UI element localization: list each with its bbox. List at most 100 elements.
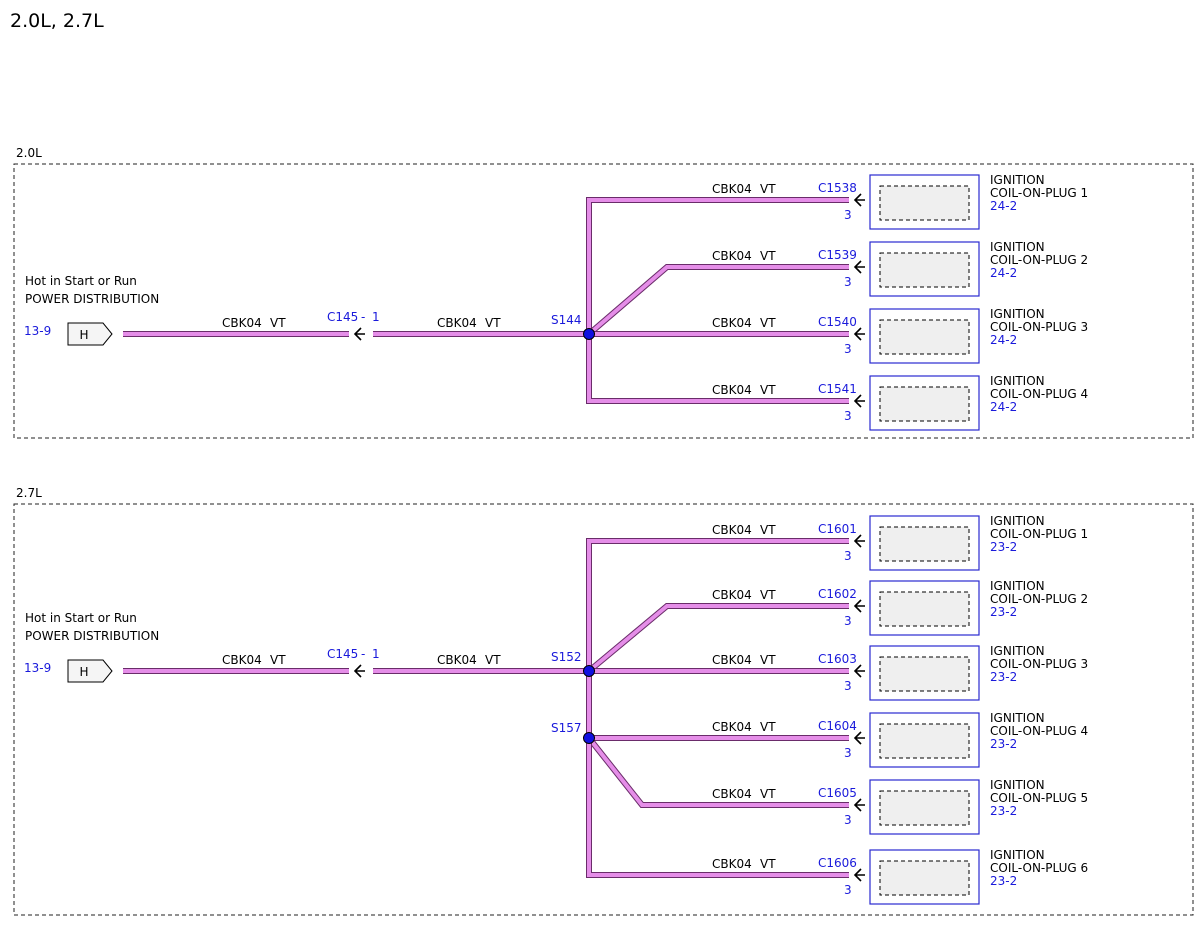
- coil-component-inner: [879, 723, 970, 759]
- coil-page-ref-link[interactable]: 23-2: [990, 605, 1017, 619]
- branch-circuit-label: CBK04: [712, 182, 752, 196]
- coil-name-line1: IGNITION: [990, 307, 1045, 321]
- coil-connector-link[interactable]: C1604: [818, 719, 857, 733]
- source-page-ref-link[interactable]: 13-9: [24, 324, 51, 338]
- inline-connector-name-link[interactable]: C145: [327, 310, 358, 324]
- coil-page-ref-link[interactable]: 24-2: [990, 199, 1017, 213]
- coil-page-ref-link[interactable]: 24-2: [990, 400, 1017, 414]
- coil-pin-number: 3: [844, 208, 852, 222]
- inline-connector-separator: -: [361, 647, 365, 661]
- coil-name-line2: COIL-ON-PLUG 4: [990, 724, 1088, 738]
- coil-component-inner: [879, 319, 970, 355]
- coil-connector-link[interactable]: C1541: [818, 382, 857, 396]
- coil-name-line1: IGNITION: [990, 711, 1045, 725]
- coil-page-ref-link[interactable]: 23-2: [990, 540, 1017, 554]
- feed-wire-1-circuit: CBK04: [222, 316, 262, 330]
- branch-wire-1: [586, 197, 849, 334]
- source-condition-label: Hot in Start or Run: [25, 274, 137, 288]
- coil-terminal-arrow: [853, 394, 865, 408]
- branch-wire-4: [586, 334, 849, 404]
- coil-connector-link[interactable]: C1601: [818, 522, 857, 536]
- coil-connector-link[interactable]: C1606: [818, 856, 857, 870]
- branch-circuit-label: CBK04: [712, 720, 752, 734]
- coil-name-line2: COIL-ON-PLUG 6: [990, 861, 1088, 875]
- inline-connector-pin: 1: [372, 310, 380, 324]
- coil-component-inner: [879, 591, 970, 627]
- coil-component-inner: [879, 790, 970, 826]
- coil-connector-link[interactable]: C1603: [818, 652, 857, 666]
- coil-terminal-arrow: [853, 534, 865, 548]
- coil-connector-link[interactable]: C1605: [818, 786, 857, 800]
- coil-component-inner: [879, 386, 970, 422]
- inline-connector-pin: 1: [372, 647, 380, 661]
- coil-component-inner: [879, 185, 970, 221]
- section-label: 2.0L: [16, 146, 42, 160]
- branch-wire-2: [587, 264, 849, 337]
- coil-page-ref-link[interactable]: 23-2: [990, 670, 1017, 684]
- coil-pin-number: 3: [844, 883, 852, 897]
- coil-component-inner: [879, 526, 970, 562]
- coil-name-line2: COIL-ON-PLUG 3: [990, 320, 1088, 334]
- coil-name-line2: COIL-ON-PLUG 2: [990, 253, 1088, 267]
- coil-page-ref-link[interactable]: 23-2: [990, 804, 1017, 818]
- section-frame: [13, 503, 1194, 916]
- splice-dot: [583, 665, 595, 677]
- source-page-ref-link[interactable]: 13-9: [24, 661, 51, 675]
- coil-connector-link[interactable]: C1540: [818, 315, 857, 329]
- coil-name-line1: IGNITION: [990, 848, 1045, 862]
- coil-terminal-arrow: [853, 599, 865, 613]
- coil-name-line1: IGNITION: [990, 173, 1045, 187]
- splice-label[interactable]: S157: [551, 721, 582, 735]
- coil-connector-link[interactable]: C1602: [818, 587, 857, 601]
- coil-page-ref-link[interactable]: 24-2: [990, 266, 1017, 280]
- branch-circuit-label: CBK04: [712, 383, 752, 397]
- coil-page-ref-link[interactable]: 24-2: [990, 333, 1017, 347]
- branch-color-label: VT: [760, 316, 776, 330]
- coil-page-ref-link[interactable]: 23-2: [990, 874, 1017, 888]
- inline-connector-name-link[interactable]: C145: [327, 647, 358, 661]
- branch-color-label: VT: [760, 249, 776, 263]
- coil-pin-number: 3: [844, 679, 852, 693]
- branch-color-label: VT: [760, 787, 776, 801]
- branch-circuit-label: CBK04: [712, 523, 752, 537]
- inline-connector-arrow: [353, 664, 365, 678]
- splice-label[interactable]: S144: [551, 313, 582, 327]
- branch-color-label: VT: [760, 182, 776, 196]
- coil-pin-number: 3: [844, 409, 852, 423]
- coil-name-line1: IGNITION: [990, 644, 1045, 658]
- coil-terminal-arrow: [853, 798, 865, 812]
- branch-circuit-label: CBK04: [712, 787, 752, 801]
- coil-page-ref-link[interactable]: 23-2: [990, 737, 1017, 751]
- coil-pin-number: 3: [844, 813, 852, 827]
- coil-component-inner: [879, 252, 970, 288]
- inline-connector-arrow: [353, 327, 365, 341]
- section-label: 2.7L: [16, 486, 42, 500]
- feed-wire-2-color: VT: [485, 316, 501, 330]
- inline-connector-separator: -: [361, 310, 365, 324]
- coil-connector-link[interactable]: C1539: [818, 248, 857, 262]
- coil-terminal-arrow: [853, 260, 865, 274]
- coil-pin-number: 3: [844, 614, 852, 628]
- coil-connector-link[interactable]: C1538: [818, 181, 857, 195]
- source-connector-label: H: [79, 665, 88, 679]
- coil-name-line2: COIL-ON-PLUG 1: [990, 186, 1088, 200]
- splice-label[interactable]: S152: [551, 650, 582, 664]
- branch-color-label: VT: [760, 857, 776, 871]
- branch-wire-6: [586, 671, 849, 878]
- branch-circuit-label: CBK04: [712, 316, 752, 330]
- feed-wire-2-color: VT: [485, 653, 501, 667]
- coil-name-line2: COIL-ON-PLUG 4: [990, 387, 1088, 401]
- coil-name-line2: COIL-ON-PLUG 1: [990, 527, 1088, 541]
- branch-wire-5: [586, 736, 849, 808]
- section-frame: [13, 163, 1194, 439]
- coil-name-line1: IGNITION: [990, 579, 1045, 593]
- branch-circuit-label: CBK04: [712, 249, 752, 263]
